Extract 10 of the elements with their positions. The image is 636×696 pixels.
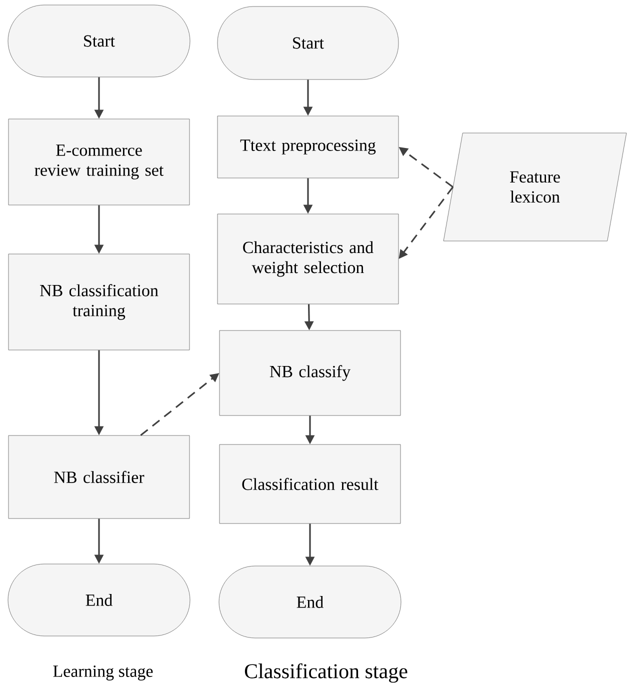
data-parallelogram: Feature lexicon <box>443 132 627 242</box>
process-box: Characteristics and weight selection <box>217 214 399 304</box>
process-box: NB classification training <box>8 254 190 350</box>
process-box: Ttext preprocessing <box>217 116 399 178</box>
stage-label: Classification stage <box>244 663 408 683</box>
process-box: NB classifier <box>8 435 190 519</box>
process-box: E-commerce review training set <box>8 118 190 206</box>
process-box: Classification result <box>219 444 401 524</box>
process-box: NB classify <box>219 330 401 416</box>
stage-label: Learning stage <box>53 666 153 680</box>
